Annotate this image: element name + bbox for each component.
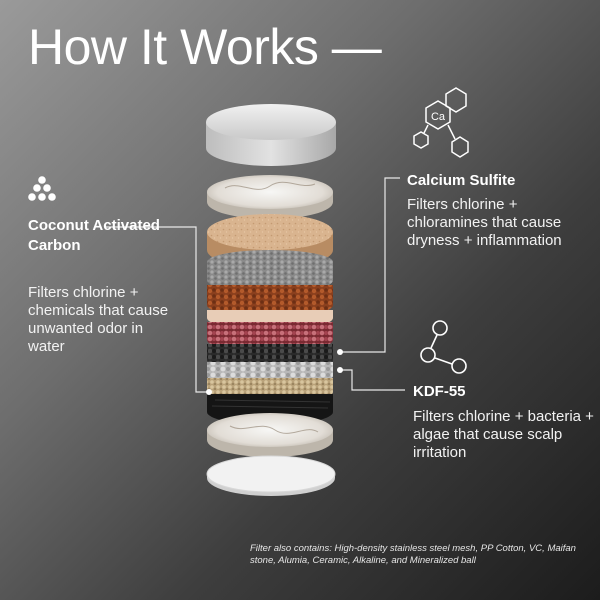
coconut-leader-line — [105, 226, 212, 395]
footnote: Filter also contains: High-density stain… — [250, 543, 576, 567]
calcium-icon-label: Ca — [431, 111, 446, 123]
page-title: How It Works — — [28, 19, 382, 75]
marble-disc-bottom — [207, 413, 333, 457]
bottom-cap-disc — [206, 455, 336, 496]
calcium-sulfite-title: Calcium Sulfite — [407, 172, 516, 189]
calcium-leader-line — [337, 177, 400, 355]
brown-bead-layer — [207, 285, 333, 318]
kdf-55-description: Filters chlorine + bacteria + algae that… — [413, 408, 594, 461]
calcium-sulfite-description: Filters chlorine + chloramines that caus… — [407, 196, 562, 249]
stacked-dots-icon — [28, 176, 56, 201]
coconut-carbon-title: Coconut Activated Carbon — [28, 217, 160, 254]
kdf-55-title: KDF-55 — [413, 383, 466, 400]
molecule-icon — [420, 320, 467, 374]
marble-disc-top — [207, 175, 333, 219]
kdf-leader-line — [337, 367, 405, 391]
top-cap-disc — [206, 104, 336, 166]
coconut-carbon-description: Filters chlorine + chemicals that cause … — [28, 284, 169, 355]
hexagon-molecule-icon — [413, 87, 469, 158]
